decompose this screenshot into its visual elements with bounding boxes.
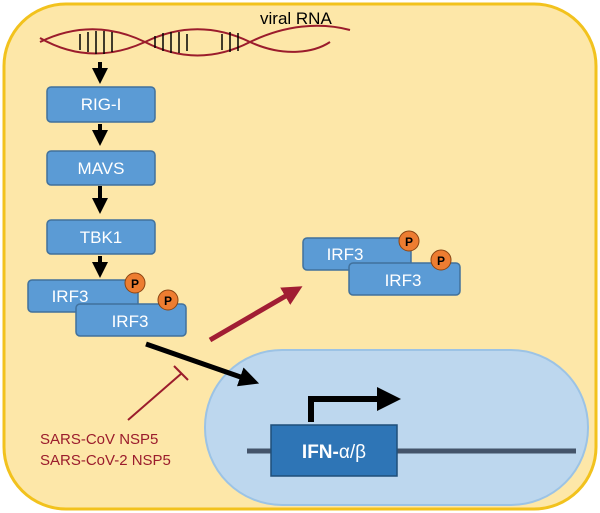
inhibitor-label-sars-cov-2: SARS-CoV-2 NSP5	[40, 452, 171, 469]
phospho-label: P	[164, 294, 172, 308]
arrow-to-translocated-irf3	[208, 286, 303, 343]
phospho-icon	[124, 272, 146, 294]
irf3-label-upper: IRF3	[327, 245, 364, 264]
inhibition-symbol	[127, 365, 189, 421]
rig-i-box: RIG-I	[46, 86, 156, 123]
phospho-label: P	[405, 235, 413, 249]
phospho-label: P	[131, 277, 139, 291]
irf3-label-lower: IRF3	[112, 312, 149, 331]
irf3-dimer-cytoplasm: IRF3 P IRF3 P	[27, 272, 187, 337]
transcription-start-arrow	[308, 387, 401, 422]
irf3-label-upper: IRF3	[52, 287, 89, 306]
irf3-box-lower	[348, 262, 461, 296]
viral-rna-helix	[39, 24, 351, 57]
phospho-icon	[430, 249, 452, 271]
mavs-label: MAVS	[78, 159, 125, 178]
phospho-icon	[398, 230, 420, 252]
irf3-label-lower: IRF3	[385, 271, 422, 290]
phospho-label: P	[437, 254, 445, 268]
inhibitor-label-sars-cov: SARS-CoV NSP5	[40, 431, 158, 448]
irf3-dimer-translocated: IRF3 P IRF3 P	[302, 230, 461, 296]
arrow-irf3-to-nucleus	[145, 341, 260, 387]
tbk1-box: TBK1	[46, 219, 156, 255]
irf3-box-lower	[75, 303, 187, 337]
mavs-box: MAVS	[46, 150, 156, 186]
phospho-icon	[157, 289, 179, 311]
ifn-gene-label: IFN-α/β	[302, 442, 366, 463]
ifn-gene-box: IFN-α/β	[270, 424, 398, 477]
viral-rna-label: viral RNA	[260, 9, 332, 28]
rig-i-label: RIG-I	[81, 95, 122, 114]
tbk1-label: TBK1	[80, 228, 123, 247]
